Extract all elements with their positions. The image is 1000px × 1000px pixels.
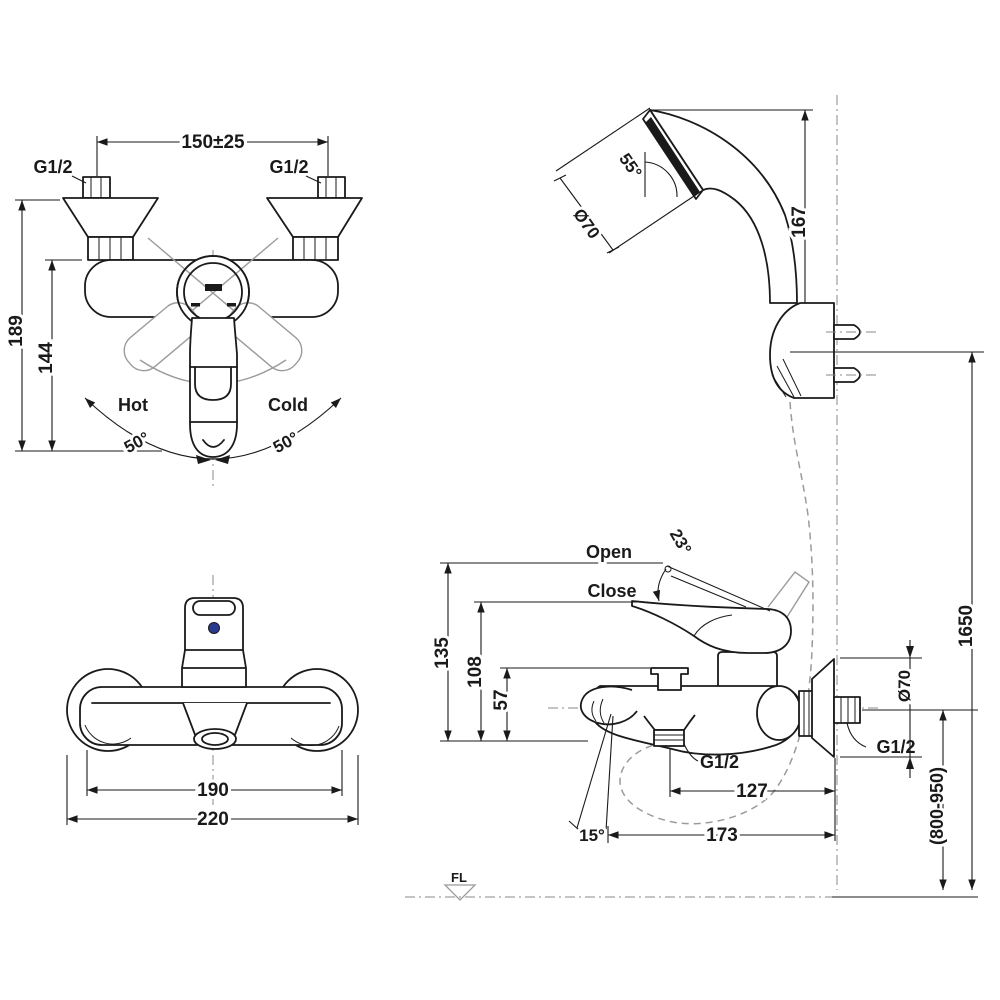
label-hot: Hot <box>118 395 148 415</box>
lever-angle-arc <box>652 568 667 602</box>
wall-union-nut <box>798 690 814 737</box>
dim-close-height: 108 <box>465 656 486 688</box>
spout-side <box>579 685 638 726</box>
angle-lever: 23° <box>666 526 695 558</box>
front-view: 150±25 G1/2 G1/2 189 144 Hot Cold 50° 50… <box>3 129 363 487</box>
dim-hose-offset: 127 <box>736 781 768 802</box>
angle-spout: 15° <box>579 826 605 845</box>
thread-hose-label: G1/2 <box>700 752 739 772</box>
lever-ghost-right <box>227 302 303 372</box>
label-close: Close <box>587 581 636 601</box>
lever-open-ghost <box>767 571 810 618</box>
label-floor: FL <box>451 870 467 885</box>
lever-closed <box>631 600 792 654</box>
lever-handle-bottom <box>181 597 247 688</box>
hand-shower-view: 55° Ø70 167 <box>553 95 878 890</box>
cartridge-column <box>717 651 778 686</box>
thread-wall-label: G1/2 <box>876 737 915 757</box>
dim-height-overall: 189 <box>6 315 27 347</box>
temp-indicator-dot <box>208 622 220 634</box>
label-open: Open <box>586 542 632 562</box>
dim-body-width: 190 <box>197 780 229 801</box>
wall-thread-stub <box>833 696 861 724</box>
wall-escutcheon-side <box>811 658 835 758</box>
thread-label-left: G1/2 <box>33 157 72 177</box>
diverter-knob <box>650 667 689 691</box>
left-escutcheon <box>62 197 159 238</box>
dim-head-diameter: Ø70 <box>569 205 603 242</box>
shower-holder-bracket <box>769 302 835 399</box>
dim-spout-reach: 173 <box>706 825 738 846</box>
bottom-view: 190 220 <box>66 575 359 833</box>
side-view: 23° G1/2 G1/2 Open Close 135 108 57 <box>405 351 984 901</box>
lever-open-edge <box>666 565 771 612</box>
left-inlet-thread <box>82 176 111 199</box>
right-inlet-thread <box>317 176 346 199</box>
spray-plate <box>645 117 700 197</box>
dim-height-handle: 144 <box>36 342 57 374</box>
lever-ghost-left <box>123 302 199 372</box>
wall-union-ball <box>756 685 802 741</box>
aerator <box>193 728 237 750</box>
dim-line-head-dia <box>559 177 614 251</box>
dim-escutcheon-diameter: Ø70 <box>895 670 914 702</box>
shower-handle <box>649 109 798 304</box>
right-escutcheon <box>266 197 363 238</box>
angle-hot: 50° <box>121 428 153 457</box>
dim-open-height: 135 <box>432 637 453 669</box>
dim-diverter-height: 57 <box>491 689 512 710</box>
dim-overall-width: 220 <box>197 809 229 830</box>
floor-level-symbol <box>443 884 477 901</box>
swing-arc <box>84 397 342 460</box>
dim-center-distance: 150±25 <box>181 132 245 153</box>
dim-length: 167 <box>789 206 810 238</box>
dim-install-height: (800-950) <box>927 767 947 845</box>
label-cold: Cold <box>268 395 308 415</box>
dim-total-height: 1650 <box>956 605 977 647</box>
handle-label-mark <box>205 284 222 291</box>
thread-label-right: G1/2 <box>269 157 308 177</box>
angle-head: 55° <box>615 150 645 182</box>
